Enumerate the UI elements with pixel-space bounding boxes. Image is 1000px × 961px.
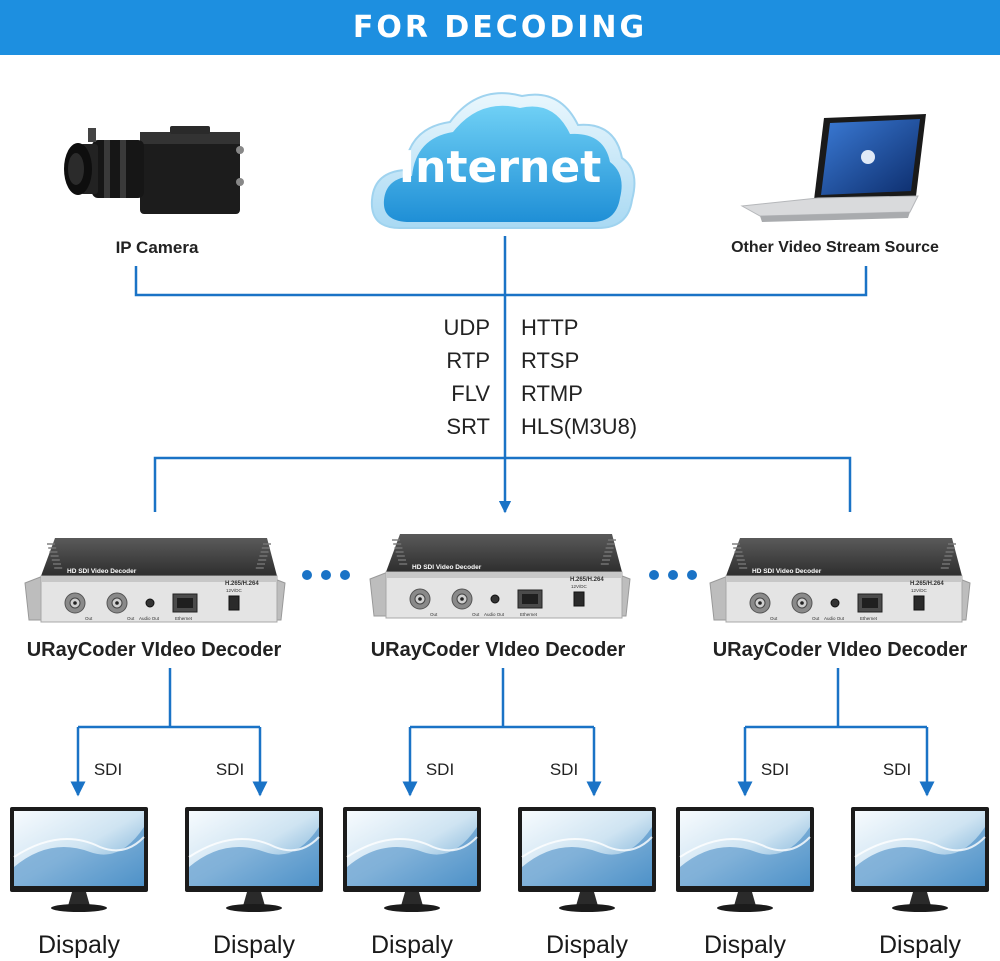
port-label: Out bbox=[430, 612, 438, 617]
sdi-label: SDI bbox=[94, 760, 122, 779]
display-monitor-icon bbox=[518, 807, 656, 912]
display-label: Dispaly bbox=[546, 931, 628, 959]
port-label: Audio Out bbox=[139, 616, 160, 621]
sdi-label: SDI bbox=[761, 760, 789, 779]
audio-jack-icon bbox=[145, 598, 155, 608]
port-label: Out bbox=[85, 616, 93, 621]
decoder-label: URayCoder VIdeo Decoder bbox=[27, 639, 282, 661]
port-label: Ethernet bbox=[860, 616, 878, 621]
laptop-label: Other Video Stream Source bbox=[731, 239, 939, 256]
protocol-label: UDP bbox=[444, 315, 490, 340]
sdi-label: SDI bbox=[426, 760, 454, 779]
port-label: Ethernet bbox=[520, 612, 538, 617]
audio-jack-icon bbox=[830, 598, 840, 608]
display-label: Dispaly bbox=[704, 931, 786, 959]
header-banner: FOR DECODING bbox=[0, 0, 1000, 55]
protocol-label: RTP bbox=[446, 348, 490, 373]
device-model-text: HD SDI Video Decoder bbox=[67, 568, 137, 575]
device-model-text: HD SDI Video Decoder bbox=[752, 568, 822, 575]
dc-jack-icon bbox=[913, 595, 925, 611]
internet-cloud-icon: Internet bbox=[370, 92, 636, 229]
decoding-diagram: Internet IP Camera Other Video Stream So… bbox=[10, 92, 989, 959]
port-label: Out bbox=[812, 616, 820, 621]
display-label: Dispaly bbox=[213, 931, 295, 959]
protocol-label: FLV bbox=[451, 381, 490, 406]
source-connector bbox=[134, 236, 868, 514]
protocol-list-right: HTTP RTSP RTMP HLS(M3U8) bbox=[521, 315, 637, 439]
protocol-label: HTTP bbox=[521, 315, 578, 340]
sdi-branch-connector bbox=[402, 668, 602, 797]
port-label: 12V/DC bbox=[911, 588, 928, 593]
device-codec-text: H.265/H.264 bbox=[225, 581, 259, 587]
ip-camera-label: IP Camera bbox=[116, 238, 199, 257]
device-codec-text: H.265/H.264 bbox=[910, 581, 944, 587]
more-devices-icon bbox=[302, 570, 697, 580]
port-label: Out bbox=[472, 612, 480, 617]
protocol-label: HLS(M3U8) bbox=[521, 414, 637, 439]
display-label: Dispaly bbox=[371, 931, 453, 959]
protocol-label: RTMP bbox=[521, 381, 583, 406]
port-label: Out bbox=[770, 616, 778, 621]
internet-label: Internet bbox=[399, 142, 601, 193]
header-title: FOR DECODING bbox=[352, 10, 648, 45]
sdi-branch-connector bbox=[737, 668, 935, 797]
protocol-list-left: UDP RTP FLV SRT bbox=[444, 315, 491, 439]
audio-jack-icon bbox=[490, 594, 500, 604]
branches-layer: SDI SDI SDI SDI SDI SDI bbox=[70, 668, 935, 797]
port-label: 12V/DC bbox=[226, 588, 243, 593]
dc-jack-icon bbox=[228, 595, 240, 611]
display-monitor-icon bbox=[343, 807, 481, 912]
protocol-label: RTSP bbox=[521, 348, 579, 373]
ip-camera-icon bbox=[64, 126, 244, 214]
port-label: Audio Out bbox=[484, 612, 505, 617]
displays-layer: Dispaly Dispaly Dispaly Dispaly Dispaly Dispa… bbox=[10, 807, 989, 959]
sdi-branch-connector bbox=[70, 668, 268, 797]
port-label: Audio Out bbox=[824, 616, 845, 621]
port-label: Ethernet bbox=[175, 616, 193, 621]
sdi-label: SDI bbox=[550, 760, 578, 779]
port-label: Out bbox=[127, 616, 135, 621]
protocol-label: SRT bbox=[446, 414, 490, 439]
device-codec-text: H.265/H.264 bbox=[570, 577, 604, 583]
display-monitor-icon bbox=[185, 807, 323, 912]
display-label: Dispaly bbox=[879, 931, 961, 959]
display-monitor-icon bbox=[851, 807, 989, 912]
display-label: Dispaly bbox=[38, 931, 120, 959]
decoder-label: URayCoder VIdeo Decoder bbox=[713, 639, 968, 661]
display-monitor-icon bbox=[676, 807, 814, 912]
port-label: 12V/DC bbox=[571, 584, 588, 589]
sdi-label: SDI bbox=[883, 760, 911, 779]
dc-jack-icon bbox=[573, 591, 585, 607]
decoder-label: URayCoder VIdeo Decoder bbox=[371, 639, 626, 661]
display-monitor-icon bbox=[10, 807, 148, 912]
sdi-label: SDI bbox=[216, 760, 244, 779]
laptop-icon bbox=[740, 114, 926, 222]
device-model-text: HD SDI Video Decoder bbox=[412, 564, 482, 571]
